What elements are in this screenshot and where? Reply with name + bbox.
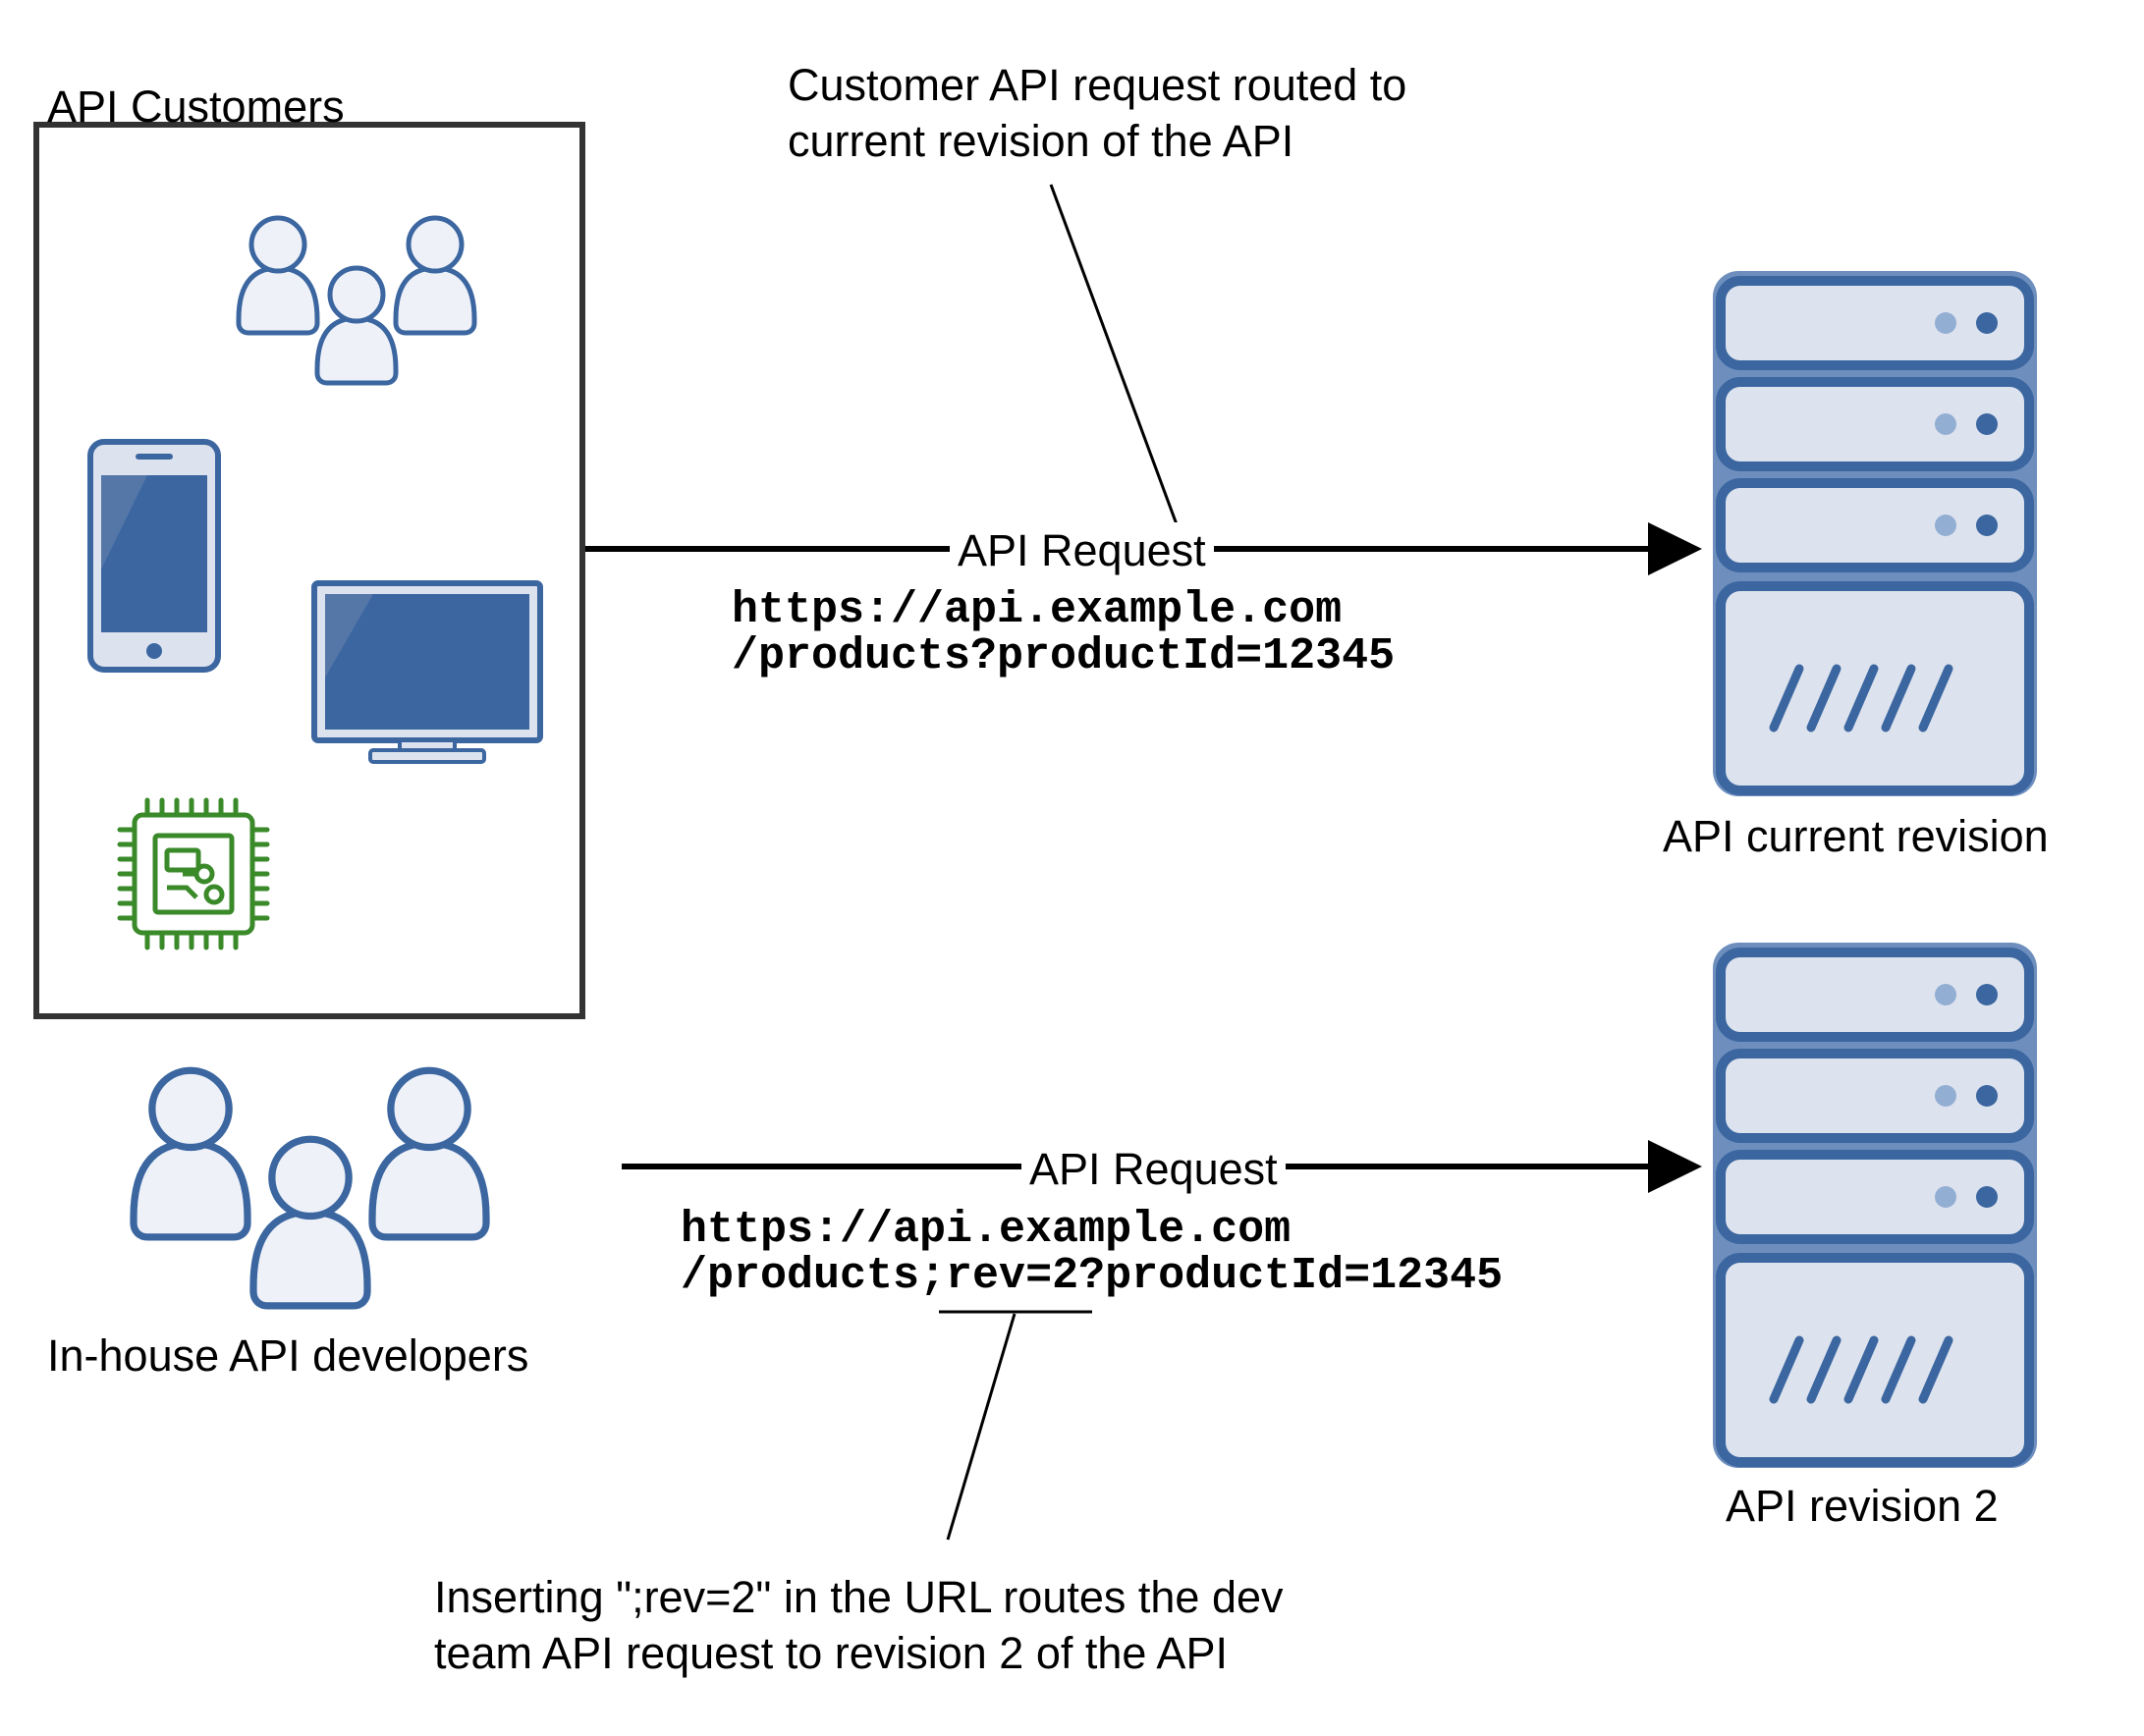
top-callout-line1: Customer API request routed to — [788, 60, 1407, 110]
top-callout-line2: current revision of the API — [788, 116, 1294, 166]
server-current-label: API current revision — [1663, 811, 2049, 861]
top-callout-line — [1049, 184, 1185, 544]
smartphone-icon — [87, 439, 221, 673]
customers-box — [33, 122, 585, 1019]
bottom-url-rev: ;rev=2 — [919, 1251, 1079, 1301]
users-icon — [239, 218, 474, 383]
server-revision2-label: API revision 2 — [1726, 1481, 1999, 1531]
top-url-line1: https://api.example.com — [732, 585, 1343, 635]
monitor-icon — [311, 580, 543, 764]
bottom-url-prefix: /products — [681, 1251, 920, 1301]
customers-group-title: API Customers — [47, 81, 345, 132]
server-icon-revision2 — [1713, 943, 2037, 1468]
server-icon-current — [1713, 271, 2037, 796]
bottom-request-label: API Request — [1021, 1141, 1286, 1197]
bottom-callout-line — [946, 1313, 1017, 1541]
bottom-callout-line1: Inserting ";rev=2" in the URL routes the… — [434, 1572, 1284, 1622]
bottom-url-line2: /products;rev=2?productId=12345 — [681, 1252, 1503, 1300]
bottom-url-suffix: ?productId=12345 — [1078, 1251, 1504, 1301]
developers-users-icon — [134, 1070, 486, 1306]
chip-icon — [117, 797, 270, 950]
bottom-url-line1: https://api.example.com — [681, 1205, 1292, 1255]
developers-label: In-house API developers — [47, 1330, 529, 1381]
top-request-label: API Request — [950, 522, 1214, 578]
top-url-line2: /products?productId=12345 — [732, 631, 1396, 681]
bottom-callout-line2: team API request to revision 2 of the AP… — [434, 1628, 1228, 1678]
